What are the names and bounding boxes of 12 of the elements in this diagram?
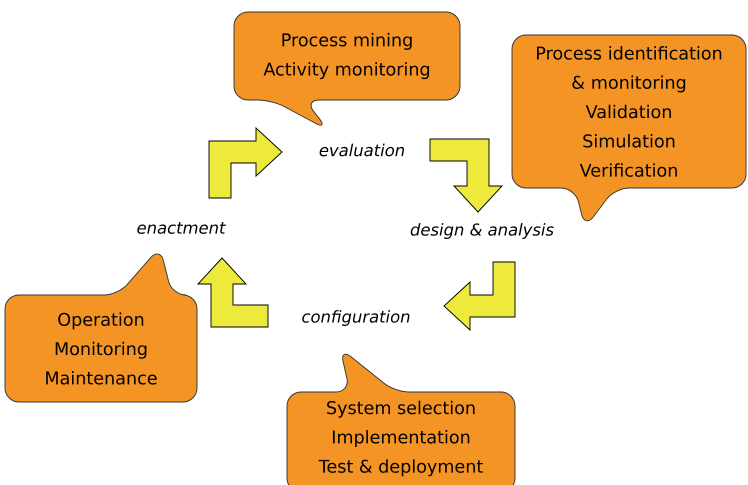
phase-label: enactment [137,222,226,234]
callout-bubble: System selection Implementation Test & deployment [286,354,516,485]
phase-label: configuration [302,310,410,326]
phase-label: design & analysis [410,223,554,239]
block-arrow [430,138,504,213]
phase-label: evaluation [320,144,404,156]
callout-bubble: Operation Monitoring Maintenance [4,254,198,402]
block-arrow [443,262,516,332]
callout-bubble: Process mining Activity monitoring [234,12,460,126]
block-arrow [208,126,283,198]
callout-bubble: Process identification & monitoring Validation Simulation Verification [512,34,746,222]
block-arrow [196,257,268,328]
